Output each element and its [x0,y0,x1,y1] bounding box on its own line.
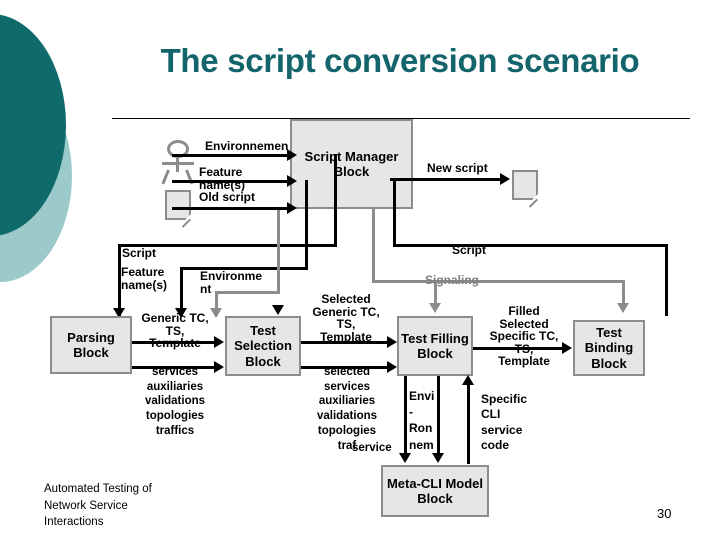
arrowhead-signaling-into-filling [429,303,441,313]
arrowhead-old-script [287,202,297,214]
arrowhead-filled-selected [562,342,572,354]
flow-selected-services [301,366,391,369]
flow-new-script [390,178,503,181]
flow-meta-up [467,384,470,464]
title-divider [112,118,690,119]
flow-meta-down-2 [437,376,440,460]
label-service-small: service [352,442,392,454]
flow-signaling-v-filling [434,280,437,310]
flow-selected-generic-tc [301,341,391,344]
flow-generic-tc [132,341,218,344]
label-filled-selected: Filled Selected Specific TC, TS, Templat… [489,304,559,369]
flow-script-right-v1 [393,178,396,245]
flow-meta-down-1 [404,376,407,460]
label-generic-tc: Generic TC, TS, Template [141,311,209,351]
flow-script-left-h [118,244,337,247]
parsing-block[interactable]: Parsing Block [50,316,132,374]
test-binding-block-label: Test Binding Block [584,325,634,371]
flow-script-left-v2 [118,244,121,316]
flow-script-right-h [393,244,668,247]
footer-text: Automated Testing of Network Service Int… [44,483,152,529]
flow-environnement-mid-v [277,210,280,294]
flow-environnement-mid-h [215,291,278,294]
arrowhead-meta-down-1 [399,453,411,463]
arrowhead-environnement-top [287,149,297,161]
flow-signaling-source-v [372,209,375,282]
script-manager-block-label: Script Manager Block [304,148,399,179]
flow-feature-mid-h [180,267,308,270]
flow-feature-mid-v2 [180,267,183,316]
label-new-script: New script [427,161,488,175]
arrowhead-new-script [500,173,510,185]
parsing-block-label: Parsing Block [67,329,115,360]
actor-leg-left-icon [161,169,170,185]
label-selected-services-list: selected services auxiliaries validation… [316,366,378,452]
arrowhead-generic-tc [214,336,224,348]
doc-fold [531,193,539,201]
arrowhead-feature-names-top [287,175,297,187]
label-selected-generic-tc: Selected Generic TC, TS, Template [312,292,380,344]
label-environnement-mid: Environme nt [200,269,263,296]
flow-script-right-v2 [665,244,668,316]
actor-body-icon [176,158,179,172]
test-filling-block[interactable]: Test Filling Block [397,316,473,376]
flow-environnement-mid-v2 [215,291,218,316]
new-script-document-icon [512,170,539,208]
arrowhead-selected-services [387,361,397,373]
label-services-list: services auxiliaries validations topolog… [144,366,206,437]
meta-cli-model-block-label: Meta-CLI Model Block [386,475,484,506]
label-feature-names-mid: Feature name(s) [121,265,168,292]
label-feature-names-top: Feature name(s) [199,165,246,192]
arrowhead-environnement-into-parsing [210,308,222,318]
flow-feature-names-top [172,180,294,183]
arrowhead-feature-into-parsing [175,308,187,318]
flow-services [132,366,218,369]
flow-environnement-top [172,154,294,157]
test-selection-block-label: Test Selection Block [234,323,292,369]
arrowhead-script-into-parsing [113,308,125,318]
label-script-left: Script [122,246,157,260]
arrowhead-meta-down-2 [432,453,444,463]
test-filling-block-label: Test Filling Block [401,330,469,361]
arrowhead-meta-up [462,375,474,385]
test-binding-block[interactable]: Test Binding Block [573,320,645,376]
label-environnement-bottom: Envi - Ron nem [409,389,435,452]
arrowhead-services [214,361,224,373]
flow-old-script [172,207,294,210]
script-manager-block[interactable]: Script Manager Block [290,119,413,209]
page-number: 30 [657,506,672,521]
flow-filled-selected [473,347,567,350]
test-selection-block[interactable]: Test Selection Block [225,316,301,376]
old-script-document-icon [165,190,192,228]
doc-fold [184,213,192,221]
page-title: The script conversion scenario [160,42,640,79]
arrowhead-signaling-into-binding [617,303,629,313]
flow-feature-mid-v1 [305,180,308,270]
label-environnement-top: Environnemen [205,139,289,153]
label-old-script: Old script [199,190,256,204]
flow-signaling-h [372,280,625,283]
meta-cli-model-block[interactable]: Meta-CLI Model Block [381,465,489,517]
label-script-right: Script [452,243,487,257]
flow-signaling-v-binding [622,280,625,310]
arrowhead-environnement-into-selection [272,305,284,315]
label-signaling: Signaling [425,273,479,287]
flow-script-left-v1 [334,154,337,247]
label-specific-cli: Specific CLI service code [481,392,528,453]
arrowhead-selected-generic-tc [387,336,397,348]
